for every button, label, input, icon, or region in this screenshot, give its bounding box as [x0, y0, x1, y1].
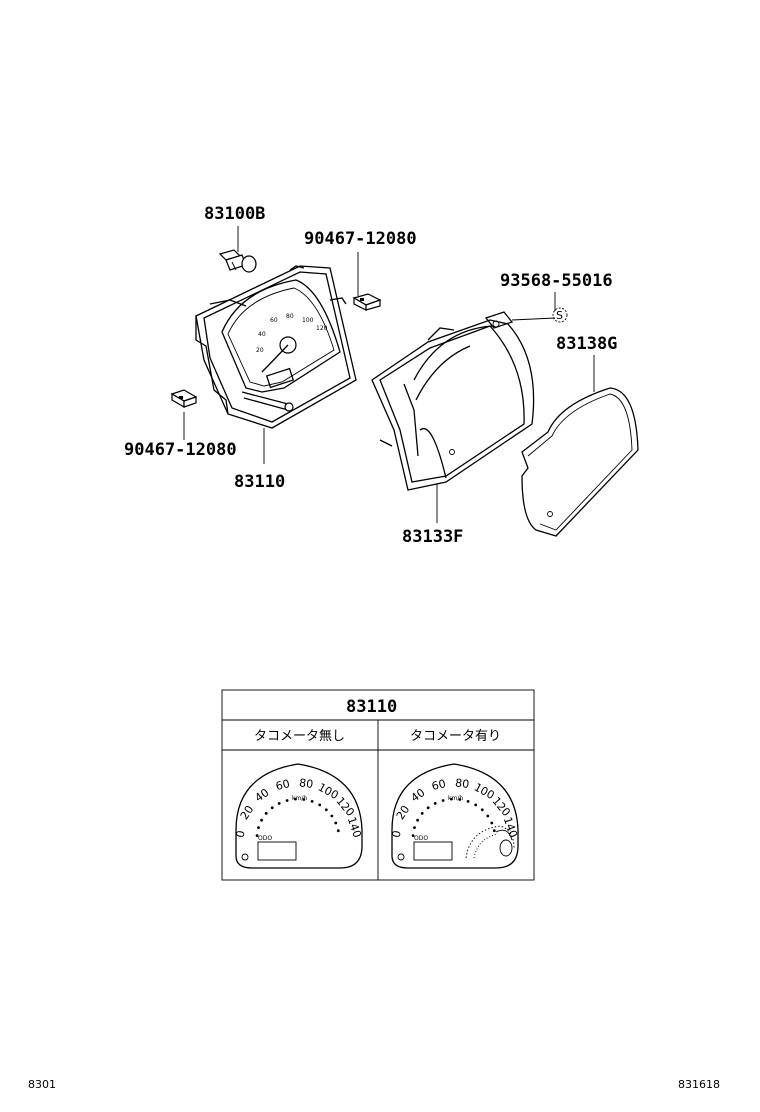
label-83138g: 83138G [556, 334, 617, 354]
right-dial-tick [480, 808, 484, 812]
right-dial-number: 120 [489, 795, 512, 819]
svg-text:20: 20 [256, 347, 264, 354]
meter-assembly-part: 40 60 80 100 120 20 [195, 265, 357, 429]
right-dial-tick [426, 806, 430, 810]
clip-right-part [352, 293, 382, 311]
left-dial-number: 80 [298, 776, 314, 791]
label-screw: 93568-55016 [500, 271, 613, 291]
meter-case-part [371, 311, 535, 491]
left-dial-tick [264, 812, 268, 815]
left-dial-tick [324, 808, 328, 812]
left-dial-tick [294, 797, 297, 801]
right-dial-number: 80 [454, 776, 470, 791]
right-dial-tick [433, 802, 437, 805]
right-dial-tick [450, 797, 453, 801]
left-dial-tick [285, 799, 289, 802]
left-dial-tick [336, 829, 340, 833]
footer-right-code: 831618 [678, 1078, 720, 1091]
right-dial-tick [420, 812, 424, 815]
right-dial-number: 140 [501, 815, 520, 839]
table-title: 83110 [346, 697, 397, 717]
right-dial-number: 0 [390, 829, 404, 839]
left-unit: km/h [292, 795, 307, 802]
svg-text:60: 60 [270, 317, 278, 324]
label-83133f: 83133F [402, 527, 463, 547]
right-dial-tick [411, 834, 415, 837]
left-dial-number: 120 [333, 795, 356, 819]
right-dial-number: 40 [409, 786, 428, 805]
svg-text:80: 80 [286, 313, 294, 320]
svg-text:40: 40 [258, 331, 266, 338]
label-83110: 83110 [234, 472, 285, 492]
meter-glass-part [521, 387, 639, 537]
variant-table: 83110 タコメータ無し タコメータ有り [221, 689, 535, 881]
right-dial-tick [474, 803, 478, 807]
footer-left-code: 8301 [28, 1078, 56, 1091]
left-dial-tick [260, 818, 263, 822]
right-dial-tick [466, 800, 470, 803]
left-dial-number: 60 [274, 777, 291, 793]
left-dial-tick [310, 800, 314, 803]
right-dial-tick [458, 798, 462, 801]
label-clip-right: 90467-12080 [304, 229, 417, 249]
right-dial-tick [490, 821, 494, 825]
svg-text:100: 100 [302, 317, 314, 324]
leader-lines [183, 226, 595, 523]
left-dial-tick [302, 798, 306, 801]
left-dial-number: 0 [234, 829, 248, 839]
left-dial-tick [255, 834, 259, 837]
screw-symbol-label: S [556, 309, 563, 322]
svg-text:ODO: ODO [414, 835, 428, 842]
right-unit: km/h [448, 795, 463, 802]
left-dial-tick [334, 821, 338, 825]
right-dial-number: 20 [394, 803, 413, 822]
left-dial-tick [330, 814, 334, 818]
table-col-right: タコメータ有り [410, 729, 501, 744]
clip-left-part [170, 389, 198, 409]
label-clip-left: 90467-12080 [124, 440, 237, 460]
left-dial-tick [277, 802, 281, 805]
svg-text:ODO: ODO [258, 835, 272, 842]
left-dial-number: 20 [238, 803, 257, 822]
right-dial-tick [416, 818, 419, 822]
left-dial-tick [257, 826, 260, 829]
left-dial-tick [270, 806, 274, 810]
bulb-socket-part [218, 249, 257, 273]
right-dial-tick [492, 829, 496, 833]
label-83100b: 83100B [204, 204, 265, 224]
right-dial-tick [413, 826, 416, 829]
left-dial-tick [318, 803, 322, 807]
left-dial-number: 40 [253, 786, 272, 805]
table-col-left: タコメータ無し [254, 729, 345, 744]
right-dial-number: 60 [430, 777, 447, 793]
right-dial-tick [441, 799, 445, 802]
svg-text:120: 120 [316, 325, 328, 332]
screw-part: S [552, 307, 568, 323]
left-dial-number: 140 [345, 815, 364, 839]
right-dial-tick [486, 814, 490, 818]
